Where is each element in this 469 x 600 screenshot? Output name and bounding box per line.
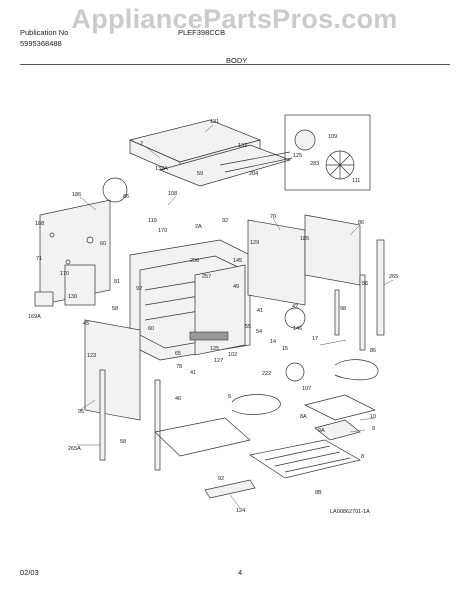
callout-45: 45 [83, 321, 89, 327]
callout-58: 58 [112, 306, 118, 312]
header-rule [20, 64, 450, 65]
callout-92b: 92 [136, 286, 142, 292]
callout-58b: 58 [120, 439, 126, 445]
callout-9: 9 [372, 426, 375, 432]
callout-145: 145 [233, 258, 242, 264]
callout-10: 10 [370, 414, 376, 420]
callout-130: 130 [68, 294, 77, 300]
leader-lines [77, 124, 394, 509]
callout-98: 98 [340, 306, 346, 312]
callout-95: 95 [78, 409, 84, 415]
callout-109: 109 [328, 134, 337, 140]
callout-125: 125 [293, 153, 302, 159]
callout-41: 41 [257, 308, 263, 314]
oven-cavity [129, 239, 251, 361]
callout-8b: 8B [315, 490, 322, 496]
callout-222: 222 [262, 371, 271, 377]
callout-17: 17 [312, 336, 318, 342]
callout-78: 78 [176, 364, 182, 370]
callout-60b: 60 [148, 326, 154, 332]
callout-8: 8 [361, 454, 364, 460]
side-panel [247, 214, 385, 351]
callout-204: 204 [249, 171, 258, 177]
oven-racks [249, 394, 377, 479]
callout-92: 92 [222, 218, 228, 224]
callout-71: 71 [36, 256, 42, 262]
callout-129: 129 [250, 240, 259, 246]
callout-257: 257 [202, 274, 211, 280]
section-title: BODY [226, 56, 248, 65]
callout-102: 102 [228, 352, 237, 358]
callout-9a: 9A [318, 428, 325, 434]
callout-70: 70 [270, 214, 276, 220]
callout-labels: 2 131 132 132A 59 204 109 125 283 111 18… [28, 119, 398, 514]
callout-132a: 132A [155, 166, 168, 172]
callout-186: 186 [72, 192, 81, 198]
bake-element [231, 359, 379, 415]
callout-265a: 265A [68, 446, 81, 452]
footer-date: 02/03 [20, 568, 39, 577]
rear-panel [34, 177, 128, 307]
watermark: AppliancePartsPros.com [71, 4, 398, 34]
fan-inset [284, 114, 371, 191]
callout-108: 108 [168, 191, 177, 197]
callout-81: 81 [114, 279, 120, 285]
callout-2a: 2A [195, 224, 202, 230]
callout-86: 86 [123, 194, 129, 200]
callout-107: 107 [302, 386, 311, 392]
vent-duct [128, 119, 293, 187]
drawing-code: LA00862701-1A [330, 509, 370, 515]
callout-2: 2 [140, 141, 143, 147]
callout-92c: 92 [218, 476, 224, 482]
callout-265: 265 [389, 274, 398, 280]
callout-42: 42 [292, 304, 298, 310]
callout-86c: 86 [370, 348, 376, 354]
callout-8a: 8A [300, 414, 307, 420]
callout-127: 127 [214, 358, 223, 364]
callout-55: 55 [245, 324, 251, 330]
callout-54: 54 [256, 329, 262, 335]
callout-46: 46 [175, 396, 181, 402]
callout-60: 60 [100, 241, 106, 247]
callout-124: 124 [236, 508, 245, 514]
callout-146: 146 [293, 326, 302, 332]
callout-170: 170 [60, 271, 69, 277]
callout-188: 188 [35, 221, 44, 227]
callout-65: 65 [175, 351, 181, 357]
callout-169a: 169A [28, 314, 41, 320]
callout-283: 283 [310, 161, 319, 167]
callout-111: 111 [352, 178, 360, 184]
model-number: PLEF398CCB [178, 28, 226, 37]
callout-123: 123 [87, 353, 96, 359]
page-number: 4 [238, 568, 243, 577]
callout-86b: 86 [358, 220, 364, 226]
callout-56: 56 [362, 281, 368, 287]
callout-15: 15 [282, 346, 288, 352]
callout-132: 132 [238, 143, 247, 149]
lower-frame [84, 319, 305, 499]
callout-5: 5 [228, 394, 231, 400]
callout-170b: 170 [158, 228, 167, 234]
callout-119: 119 [148, 218, 157, 224]
callout-59: 59 [197, 171, 203, 177]
callout-14: 14 [270, 339, 276, 345]
publication-number: 5995368488 [20, 39, 62, 48]
callout-49: 49 [233, 284, 239, 290]
callout-125b: 125 [210, 346, 219, 352]
callout-41b: 41 [190, 370, 196, 376]
callout-256: 256 [190, 258, 199, 264]
callout-185: 185 [300, 236, 309, 242]
callout-131: 131 [210, 119, 219, 125]
publication-label: Publication No [20, 28, 69, 37]
